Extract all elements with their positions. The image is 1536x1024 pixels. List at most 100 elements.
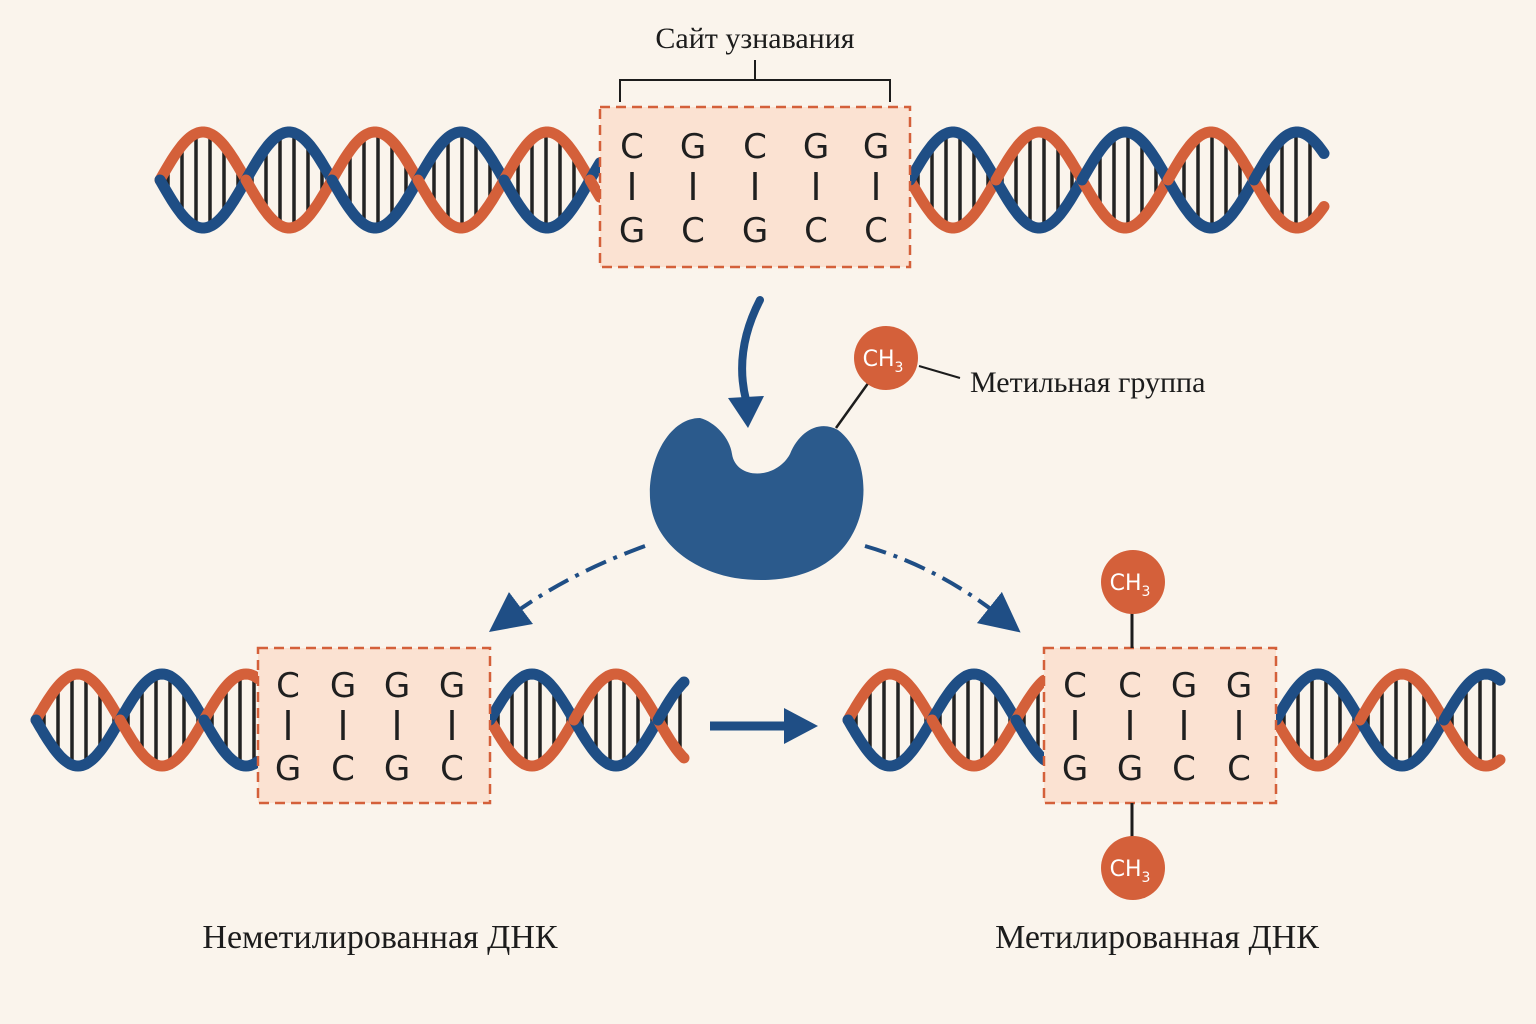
methylated-right-helix [1270,668,1506,772]
blue-strand [1076,126,1174,186]
blue-strand [154,174,252,234]
arrow-to-enzyme [738,296,764,404]
methyl-subscript: 3 [1141,870,1150,886]
methyltransferase-enzyme [649,418,864,581]
base-bottom: C [804,211,828,251]
orange-strand [326,126,424,186]
base-bottom: C [331,749,355,789]
methylation-arrow-head [784,708,818,744]
base-top: G [863,127,889,167]
orange-strand [240,174,338,234]
orange-strand [1270,714,1366,772]
enzyme-methyl-group: CH3 [854,326,918,390]
blue-strand [1010,714,1050,766]
base-top: G [680,127,706,167]
svg-text:CH3: CH3 [863,347,904,376]
blue-strand [568,714,664,772]
unmethylated-label: Неметилированная ДНК [202,919,558,956]
blue-strand [1162,174,1260,234]
blue-strand [498,174,596,234]
base-bottom: C [1172,749,1196,789]
orange-strand [842,668,938,726]
orange-strand [30,668,126,726]
base-top: G [803,127,829,167]
svg-text:CH3: CH3 [1110,857,1151,886]
base-bottom: G [742,211,768,251]
dashed-arrow-left [488,544,646,632]
orange-strand [1010,674,1050,726]
orange-strand [904,174,1002,234]
base-top: C [1063,666,1087,706]
base-top: G [439,666,465,706]
orange-strand [1076,174,1174,234]
blue-strand [484,668,580,726]
base-bottom: C [864,211,888,251]
methyl-subscript: 3 [894,360,903,376]
methylated-label: Метилированная ДНК [995,919,1319,956]
blue-strand [198,714,264,772]
base-bottom: G [619,211,645,251]
orange-strand [652,714,690,764]
orange-strand [926,714,1022,772]
methyl-ch: CH [1110,857,1142,882]
orange-strand [412,174,510,234]
base-top: G [1171,666,1197,706]
blue-strand [1354,714,1450,772]
blue-strand [1438,668,1506,726]
methyl-subscript: 3 [1141,584,1150,600]
methyl-group-label: Метильная группа [970,366,1205,399]
orange-strand [484,714,580,772]
orange-strand [1248,174,1330,234]
methyl-label-leader [918,365,961,379]
base-top: G [1226,666,1252,706]
top-left-helix [154,126,606,234]
bottom-methyl-group: CH3 [1101,836,1165,900]
orange-strand [114,714,210,772]
base-bottom: G [384,749,410,789]
blue-strand [30,714,126,772]
blue-strand [652,676,690,726]
top-right-helix [904,126,1330,234]
base-top: C [276,666,300,706]
blue-strand [1248,126,1330,186]
orange-strand [1354,668,1450,726]
arrow-to-enzyme-head [728,396,764,428]
blue-strand [240,126,338,186]
methyl-ch: CH [863,347,895,372]
unmethylated-right-helix [484,668,690,772]
orange-strand [198,668,264,726]
blue-strand [1270,668,1366,726]
orange-strand [568,668,664,726]
base-bottom: C [1227,749,1251,789]
orange-strand [154,126,252,186]
base-top: C [620,127,644,167]
orange-strand [990,126,1088,186]
methylated-left-helix [842,668,1050,772]
blue-strand [904,126,1002,186]
svg-text:CH3: CH3 [1110,571,1151,600]
base-top: C [1118,666,1142,706]
base-bottom: G [1062,749,1088,789]
unmethylated-left-helix [30,668,264,772]
orange-strand [498,126,596,186]
base-top: G [330,666,356,706]
orange-strand [584,174,606,203]
recognition-site-bracket [619,60,891,102]
base-bottom: C [440,749,464,789]
recognition-site-label: Сайт узнавания [655,22,854,55]
blue-strand [412,126,510,186]
blue-strand [326,174,424,234]
orange-strand [1438,714,1506,772]
dashed-arrow-right [864,544,1021,633]
base-top: C [743,127,767,167]
base-top: G [384,666,410,706]
